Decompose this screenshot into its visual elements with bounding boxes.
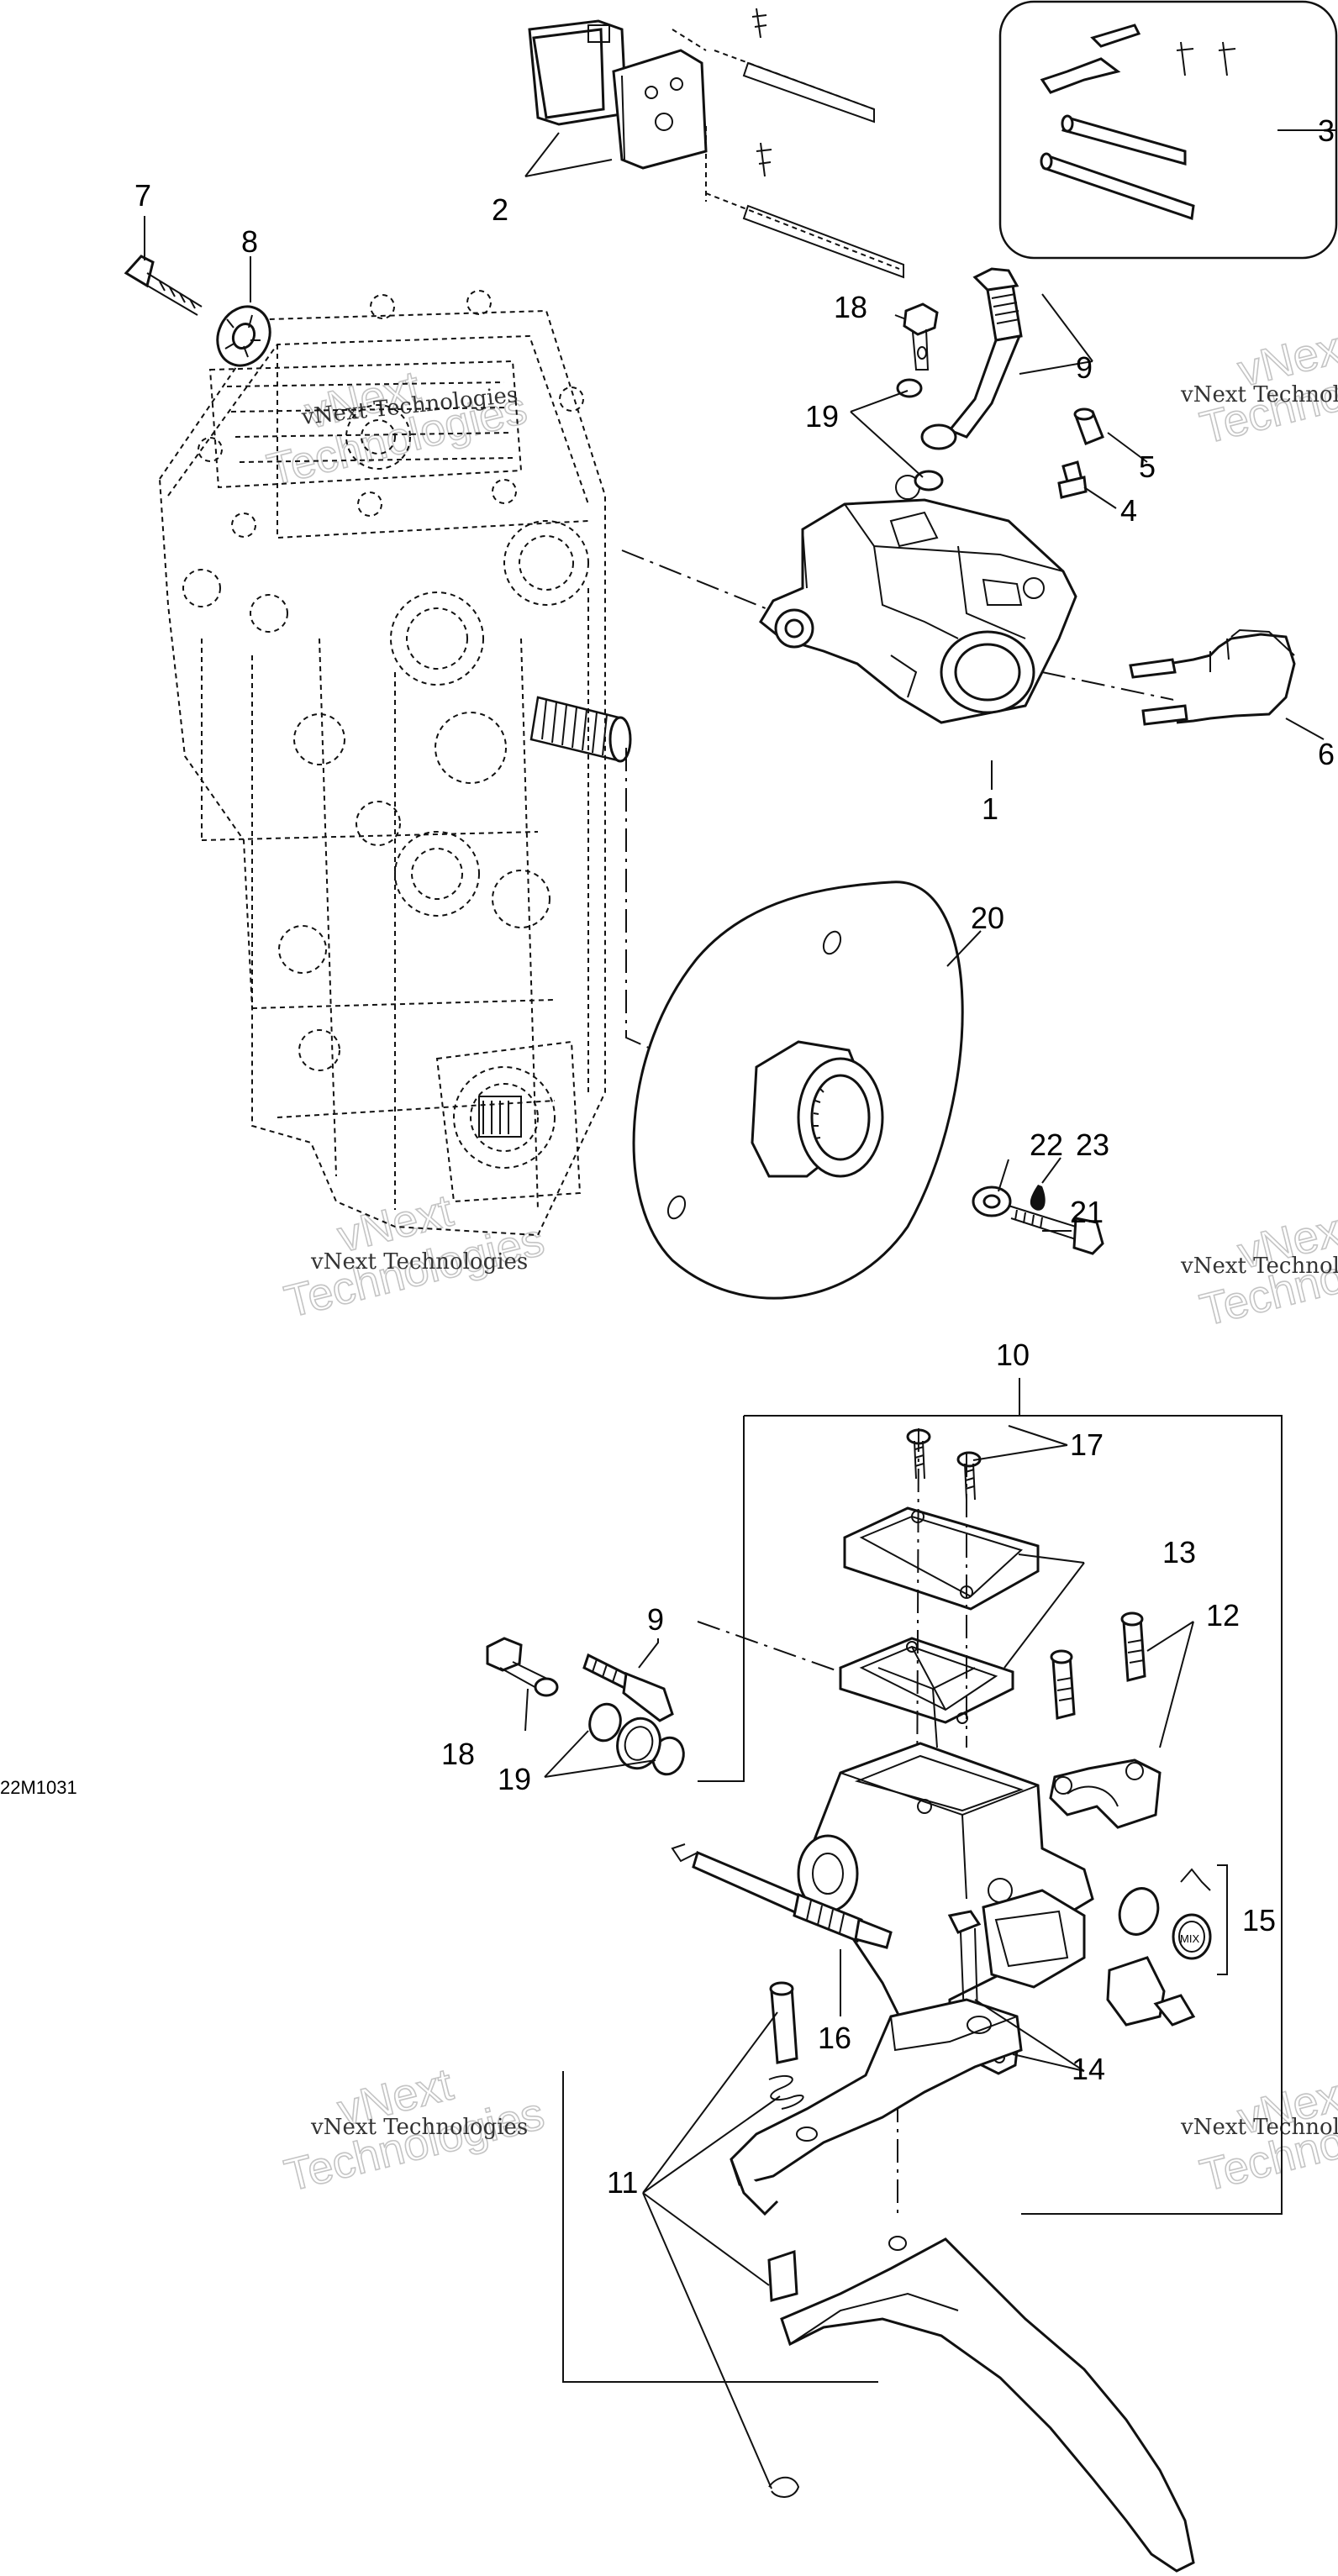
master-cylinder-bracket-10 bbox=[698, 1378, 1283, 2215]
brake-lever bbox=[730, 1998, 1195, 2573]
watermark-small-2: vNext Technologies bbox=[1180, 382, 1338, 407]
callout-21: 21 bbox=[1070, 1195, 1104, 1229]
bolt-7 bbox=[124, 255, 203, 316]
callout-22: 22 bbox=[1030, 1128, 1063, 1162]
callout-19-lower: 19 bbox=[498, 1762, 531, 1796]
callout-4: 4 bbox=[1120, 493, 1137, 528]
callout-12: 12 bbox=[1206, 1598, 1240, 1632]
callout-17: 17 bbox=[1070, 1427, 1104, 1462]
reservoir-cover-13 bbox=[843, 1506, 1040, 1611]
leader-lines bbox=[144, 129, 1336, 2489]
callout-7: 7 bbox=[134, 178, 151, 213]
banjo-bolt-18-lower bbox=[486, 1637, 559, 1697]
callout-3: 3 bbox=[1318, 113, 1335, 148]
callout-5: 5 bbox=[1139, 449, 1156, 484]
bleeder-screw-4 bbox=[1057, 460, 1088, 499]
callout-16: 16 bbox=[818, 2021, 851, 2055]
washer-22 bbox=[972, 1185, 1012, 1217]
pad-pin-kit bbox=[998, 0, 1338, 260]
brake-caliper bbox=[759, 475, 1077, 724]
lever-pivot-parts-11 bbox=[767, 1981, 804, 2498]
callout-23: 23 bbox=[1076, 1128, 1109, 1162]
watermark-small-6: vNext Technologies bbox=[1180, 2115, 1338, 2140]
thread-lock-drop-icon bbox=[1030, 1185, 1046, 1211]
pushrod-16 bbox=[671, 1843, 893, 1949]
bleeder-cap-5 bbox=[1073, 407, 1104, 445]
callout-1: 1 bbox=[982, 791, 998, 826]
brake-pads bbox=[528, 19, 708, 170]
callout-9-top: 9 bbox=[1076, 350, 1093, 385]
brake-hose-9-top bbox=[920, 267, 1023, 450]
washer-8 bbox=[216, 305, 271, 367]
mix-cap-label: MIX bbox=[1180, 1932, 1199, 1945]
callout-13: 13 bbox=[1162, 1535, 1196, 1569]
callout-labels: 1 2 3 4 5 6 7 8 9 9 10 11 12 13 14 15 16… bbox=[0, 113, 1335, 2200]
callout-14: 14 bbox=[1072, 2052, 1105, 2086]
watermark-small-5: vNext Technologies bbox=[310, 2115, 528, 2140]
watermark-3: vNext Technologies bbox=[279, 1185, 550, 1328]
callout-20: 20 bbox=[971, 901, 1004, 935]
master-cylinder-body bbox=[797, 1742, 1094, 2078]
bolt-21 bbox=[1008, 1205, 1104, 1255]
brake-hose-9-lower bbox=[582, 1653, 674, 1770]
watermark-small-3: vNext Technologies bbox=[310, 1249, 528, 1275]
reservoir-fitting bbox=[1106, 1956, 1196, 2027]
callout-10: 10 bbox=[996, 1338, 1030, 1372]
watermark-2: vNext Technologies bbox=[1194, 319, 1338, 455]
callout-2: 2 bbox=[492, 192, 508, 227]
callout-18-top: 18 bbox=[834, 290, 867, 324]
handlebar-clamp-12 bbox=[1049, 1611, 1162, 1829]
banjo-bolt-18-top bbox=[903, 302, 939, 371]
axis-line-master-1 bbox=[697, 1621, 841, 1673]
callout-9-lower: 9 bbox=[647, 1602, 664, 1637]
callout-8: 8 bbox=[241, 224, 258, 259]
callout-11: 11 bbox=[607, 2165, 638, 2200]
callout-6: 6 bbox=[1318, 737, 1335, 771]
pad-pins bbox=[672, 8, 904, 279]
callout-18-lower: 18 bbox=[441, 1737, 475, 1771]
callout-19-top: 19 bbox=[805, 399, 839, 434]
brake-disc-20 bbox=[632, 881, 964, 1300]
figure-code: 22M1031 bbox=[0, 1777, 77, 1798]
reservoir-gasket-13 bbox=[839, 1637, 1014, 1748]
callout-15: 15 bbox=[1242, 1903, 1276, 1937]
gearbox-housing bbox=[158, 290, 632, 1237]
brake-line-6 bbox=[1129, 628, 1296, 726]
watermark-small-4: vNext Technologies bbox=[1180, 1254, 1338, 1279]
reservoir-cap-15: MIX bbox=[1118, 1864, 1228, 1975]
